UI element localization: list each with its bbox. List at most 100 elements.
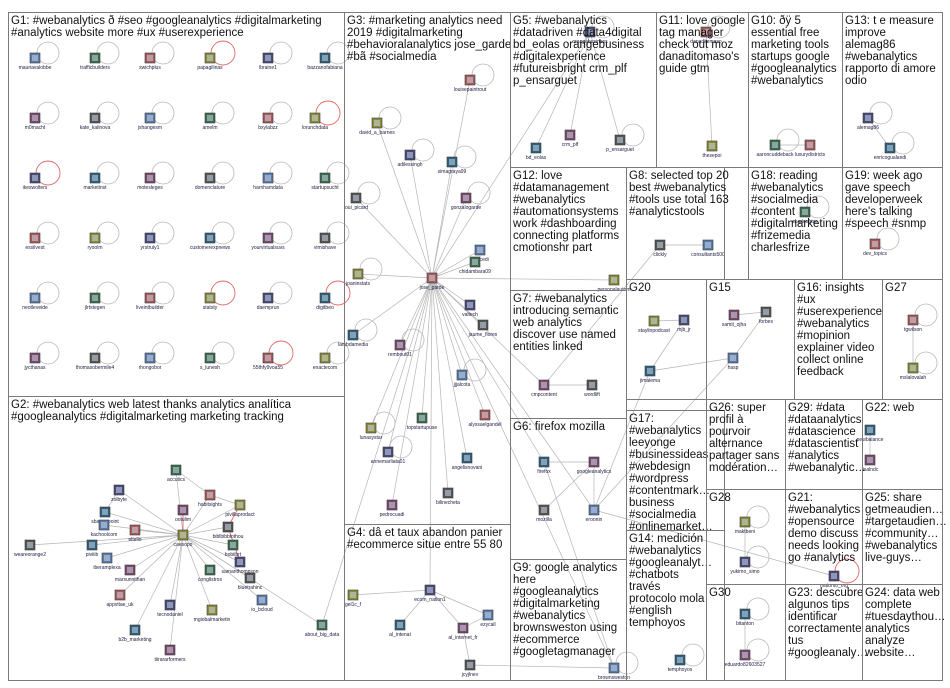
- graph-node[interactable]: tgwilson: [904, 314, 922, 333]
- graph-node[interactable]: motesleges: [137, 172, 163, 191]
- graph-node[interactable]: gonzalogarde: [451, 192, 482, 211]
- graph-node[interactable]: valtech: [462, 299, 478, 318]
- graph-node[interactable]: jcyjlnev: [461, 659, 479, 678]
- graph-node[interactable]: matomo_org: [820, 570, 848, 589]
- graph-node[interactable]: chidambara09: [459, 256, 491, 275]
- graph-node[interactable]: piviiib: [86, 539, 99, 558]
- graph-node[interactable]: lisalndc: [862, 454, 879, 473]
- graph-node[interactable]: digitbeo: [316, 292, 334, 311]
- graph-node[interactable]: yourvirtualsuvs: [251, 232, 285, 251]
- graph-node[interactable]: thomasobermile4: [76, 352, 115, 371]
- graph-node[interactable]: statsty: [203, 292, 218, 311]
- graph-node[interactable]: orangebusiness: [572, 26, 608, 45]
- graph-node[interactable]: pedrocuadi: [380, 499, 405, 518]
- graph-node[interactable]: enactecom: [313, 352, 337, 371]
- graph-node[interactable]: crm_plf: [562, 129, 579, 148]
- graph-node[interactable]: jycthanas: [23, 352, 46, 371]
- graph-node[interactable]: rembout01: [388, 339, 412, 358]
- graph-node[interactable]: kachoolcom: [91, 519, 118, 538]
- graph-node[interactable]: b2b_marketing: [118, 624, 152, 643]
- graph-node[interactable]: caesopo: [174, 529, 193, 548]
- graph-node[interactable]: customerexpnews: [190, 232, 231, 251]
- graph-node[interactable]: simagraya99: [438, 156, 467, 175]
- graph-node[interactable]: wordlift: [584, 379, 601, 398]
- graph-node[interactable]: marketinst: [83, 172, 107, 191]
- graph-node[interactable]: eduardo82603527: [725, 649, 766, 668]
- graph-node[interactable]: ootulim: [175, 504, 191, 523]
- graph-node[interactable]: bd_eolas: [526, 142, 547, 161]
- graph-node[interactable]: lambdamedia: [338, 329, 368, 348]
- graph-node[interactable]: david_a_barnes: [359, 117, 395, 136]
- graph-node[interactable]: joaninstats: [345, 268, 370, 287]
- graph-node[interactable]: jlrtstegen: [84, 292, 106, 311]
- graph-node[interactable]: p_ensarguet: [606, 134, 635, 153]
- graph-node[interactable]: clickly: [653, 239, 667, 258]
- graph-node[interactable]: io_bcloud: [251, 594, 273, 613]
- graph-node[interactable]: samanthompson: [222, 556, 259, 575]
- graph-node[interactable]: m0macht: [25, 112, 46, 131]
- graph-node[interactable]: enricogualandi: [874, 142, 907, 161]
- graph-node[interactable]: 55thfy9voa55: [253, 352, 283, 371]
- graph-node[interactable]: habitsights: [198, 489, 222, 508]
- graph-node[interactable]: trafficbuilders: [80, 52, 110, 71]
- graph-node[interactable]: pivillaprodact: [225, 499, 255, 518]
- graph-node[interactable]: mauriavalobbe: [19, 52, 52, 71]
- graph-node[interactable]: luxurydistricts: [795, 139, 826, 158]
- graph-node[interactable]: tecnodaniel: [157, 599, 183, 618]
- graph-node[interactable]: danaditomaso: [690, 26, 722, 45]
- graph-node[interactable]: lorunchdata: [302, 112, 328, 131]
- graph-node[interactable]: yukimo_simo: [730, 556, 760, 575]
- graph-node[interactable]: jjjalcota: [453, 369, 471, 388]
- graph-node[interactable]: jaume_flores: [468, 319, 498, 338]
- graph-node[interactable]: al_internet_fr: [448, 622, 478, 641]
- graph-node[interactable]: essilvest: [25, 232, 45, 251]
- graph-node[interactable]: vimishave: [314, 232, 336, 251]
- graph-node[interactable]: aaroncuddeback: [757, 139, 794, 158]
- graph-node[interactable]: neotleveide: [22, 292, 48, 311]
- graph-node[interactable]: eltelio: [128, 524, 142, 543]
- graph-node[interactable]: kate_kalinova: [80, 112, 111, 131]
- graph-node[interactable]: firefox: [537, 456, 551, 475]
- graph-node[interactable]: mozilla: [536, 504, 552, 523]
- graph-node[interactable]: mgiobalmarketin: [194, 604, 231, 623]
- graph-node[interactable]: gel1c_f: [345, 589, 362, 608]
- graph-node[interactable]: liveintbuilder: [136, 292, 164, 311]
- graph-node[interactable]: daemprun: [257, 292, 280, 311]
- graph-node[interactable]: al_intenat: [389, 619, 411, 638]
- graph-node[interactable]: rhongobor: [139, 352, 162, 371]
- graph-node[interactable]: forbes: [759, 306, 773, 325]
- graph-node[interactable]: domenclature: [195, 172, 226, 191]
- graph-node[interactable]: eroonin: [586, 504, 603, 523]
- graph-node[interactable]: angelisnovani: [452, 452, 483, 471]
- graph-node[interactable]: swichplus: [139, 52, 161, 71]
- graph-node[interactable]: adilessingh: [397, 149, 423, 168]
- graph-node[interactable]: yrstruly1: [141, 232, 160, 251]
- graph-node[interactable]: tiirararformers: [154, 644, 186, 663]
- graph-node[interactable]: lbraine1: [259, 52, 277, 71]
- graph-node[interactable]: conglistros: [198, 564, 222, 583]
- graph-node[interactable]: alyssaelgandel: [468, 409, 502, 428]
- graph-node[interactable]: bazzanofabiana: [307, 52, 343, 71]
- graph-node[interactable]: dev_topics: [863, 238, 887, 257]
- graph-node[interactable]: mjb_jr: [677, 314, 691, 333]
- graph-node[interactable]: newbalance: [857, 424, 884, 443]
- graph-node[interactable]: cmpcontent: [531, 379, 558, 398]
- graph-node[interactable]: charlesfrize: [792, 206, 818, 225]
- graph-node[interactable]: temphoyos: [668, 654, 693, 673]
- graph-node[interactable]: bilinecheta: [436, 487, 460, 506]
- graph-node[interactable]: lunasystar: [360, 422, 383, 441]
- graph-node[interactable]: googleanalytics: [577, 456, 612, 475]
- graph-node[interactable]: about_big_data: [305, 619, 340, 638]
- graph-node[interactable]: jose_garde: [419, 272, 445, 291]
- graph-node[interactable]: maktbeni: [735, 516, 755, 535]
- graph-node[interactable]: appvitae_uk: [107, 589, 134, 608]
- graph-node[interactable]: biblbibbiothou: [213, 521, 244, 540]
- graph-node[interactable]: startupsucht: [311, 172, 339, 191]
- graph-node[interactable]: brownsweston: [598, 662, 630, 681]
- graph-node[interactable]: annemarliata01: [371, 446, 406, 465]
- graph-node[interactable]: thesepoi: [703, 140, 722, 159]
- graph-node[interactable]: staylinpodcast: [638, 315, 670, 334]
- graph-node[interactable]: topstartupuse: [407, 412, 438, 431]
- graph-node[interactable]: s_lunesh: [200, 352, 220, 371]
- graph-node[interactable]: zolbyte: [111, 484, 127, 503]
